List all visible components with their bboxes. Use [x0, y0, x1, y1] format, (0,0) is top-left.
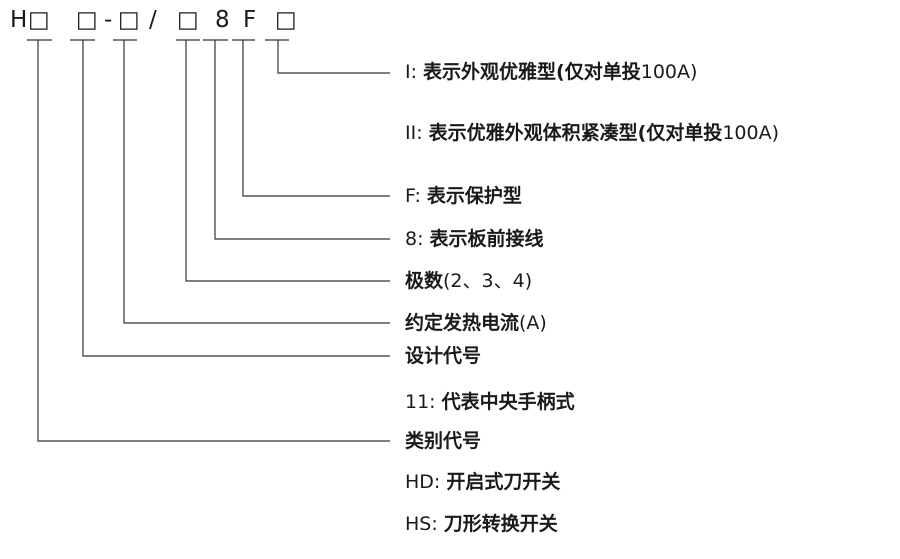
leader-line-box5: [265, 39, 390, 74]
code-letter-h: H: [10, 7, 28, 33]
leader-line-f: [232, 39, 390, 197]
leader-line-box4: [176, 39, 390, 282]
code-slash: /: [149, 7, 157, 33]
leader-line-8: [203, 39, 390, 240]
desc-item-hd: HD: 开启式刀开关: [405, 471, 561, 493]
leader-line-h: [27, 39, 390, 442]
desc-item-ii: II: 表示优雅外观体积紧凑型(仅对单投100A): [405, 122, 780, 144]
code-box-1: □: [28, 7, 50, 33]
code-box-3: □: [118, 7, 140, 33]
desc-item-11: 11: 代表中央手柄式: [405, 391, 575, 413]
desc-item-category: 类别代号: [405, 430, 482, 452]
desc-item-design-code: 设计代号: [405, 345, 482, 367]
desc-item-hs: HS: 刀形转换开关: [405, 513, 558, 535]
code-box-2: □: [76, 7, 98, 33]
desc-item-current: 约定发热电流(A): [405, 312, 547, 334]
leader-line-box3: [113, 39, 390, 324]
code-dash: -: [104, 7, 113, 33]
desc-item-8: 8: 表示板前接线: [405, 228, 544, 250]
desc-item-i: I: 表示外观优雅型(仅对单投100A): [405, 61, 698, 83]
code-letter-f: F: [243, 7, 257, 33]
desc-item-f: F: 表示保护型: [405, 185, 522, 207]
desc-item-poles: 极数(2、3、4): [405, 270, 533, 292]
code-box-5: □: [275, 7, 297, 33]
code-box-4: □: [177, 7, 199, 33]
code-digit-8: 8: [215, 7, 230, 33]
leader-line-box2: [70, 39, 390, 357]
